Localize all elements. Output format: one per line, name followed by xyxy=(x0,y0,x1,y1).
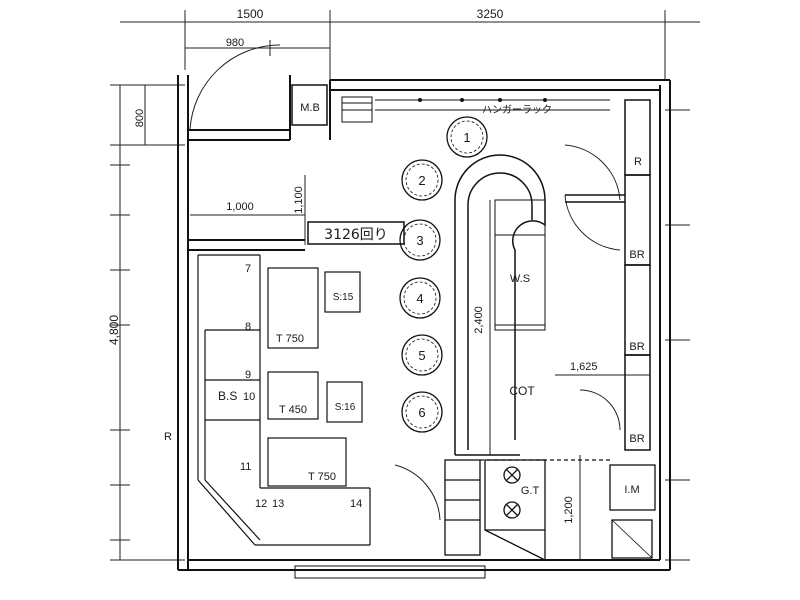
side-stools xyxy=(324,271,363,423)
seat-number: 11 xyxy=(240,461,251,473)
seat-number: 8 xyxy=(245,321,251,333)
gt-label: G.T xyxy=(521,485,540,497)
svg-text:2: 2 xyxy=(418,173,425,188)
mb-label: M.B xyxy=(300,102,320,114)
bar-stool: 4 xyxy=(399,277,441,319)
seat-number: 14 xyxy=(350,498,362,510)
br-label-1: BR xyxy=(629,249,644,261)
svg-text:5: 5 xyxy=(418,348,425,363)
dim-top-sub: 980 xyxy=(226,37,244,49)
cot-label: COT xyxy=(509,384,535,398)
bench-seat-label: B.S xyxy=(218,389,237,403)
stool-s15-label: S:15 xyxy=(333,292,354,303)
dim-left-main: 4,800 xyxy=(107,315,121,345)
seat-number: 10 xyxy=(243,391,255,403)
bench-seating xyxy=(197,254,371,546)
work-station-label: W.S xyxy=(510,273,530,285)
table-t750-bottom-label: T 750 xyxy=(308,471,336,483)
bar-stool: 3 xyxy=(399,219,441,261)
seat-number: 7 xyxy=(245,263,251,275)
svg-text:4: 4 xyxy=(416,291,423,306)
svg-text:6: 6 xyxy=(418,405,425,420)
table-t750-top-label: T 750 xyxy=(276,333,304,345)
dim-top-right: 3250 xyxy=(477,7,504,21)
handwritten-note-text: 3126回り xyxy=(324,227,388,243)
bar-counter xyxy=(454,154,625,456)
handwritten-note: 3126回り xyxy=(307,221,405,245)
dim-left-top: 800 xyxy=(134,109,146,127)
svg-text:3: 3 xyxy=(416,233,423,248)
br-label-2: BR xyxy=(629,341,644,353)
hanger-rack: ハンガーラック xyxy=(375,98,610,116)
right-run-dimension: 1,625 xyxy=(570,361,598,373)
seat-numbers: 7 8 9 10 11 12 13 14 xyxy=(240,263,362,510)
r-left-label: R xyxy=(164,431,172,443)
dim-right-lower: 1,200 xyxy=(563,496,575,524)
walls xyxy=(177,75,671,579)
kitchen-area xyxy=(444,459,610,561)
bar-stool: 5 xyxy=(401,334,443,376)
mb-box: M.B xyxy=(291,84,373,126)
br-label-3: BR xyxy=(629,433,644,445)
tables xyxy=(267,267,347,487)
seat-number: 9 xyxy=(245,369,251,381)
door-swings xyxy=(189,44,621,521)
seat-number: 12 xyxy=(255,498,267,510)
dim-inner-width: 1,000 xyxy=(226,201,254,213)
dimension-lines xyxy=(110,10,700,561)
im-label: I.M xyxy=(624,484,639,496)
stool-s16-label: S:16 xyxy=(335,402,356,413)
hanger-rack-label: ハンガーラック xyxy=(482,104,552,116)
counter-length-dimension: 2,400 xyxy=(473,306,485,334)
svg-text:1: 1 xyxy=(463,130,470,145)
r-top-label: R xyxy=(634,156,642,168)
dim-top-left: 1500 xyxy=(237,7,264,21)
table-t450-label: T 450 xyxy=(279,404,307,416)
seat-number: 13 xyxy=(272,498,284,510)
bar-stools: 1 2 3 4 5 6 xyxy=(399,116,488,433)
bar-stool: 2 xyxy=(401,159,443,201)
bar-stool: 6 xyxy=(401,391,443,433)
dim-inner-height: 1,100 xyxy=(293,186,305,214)
ice-machine xyxy=(609,464,656,559)
bar-stool: 1 xyxy=(446,116,488,158)
